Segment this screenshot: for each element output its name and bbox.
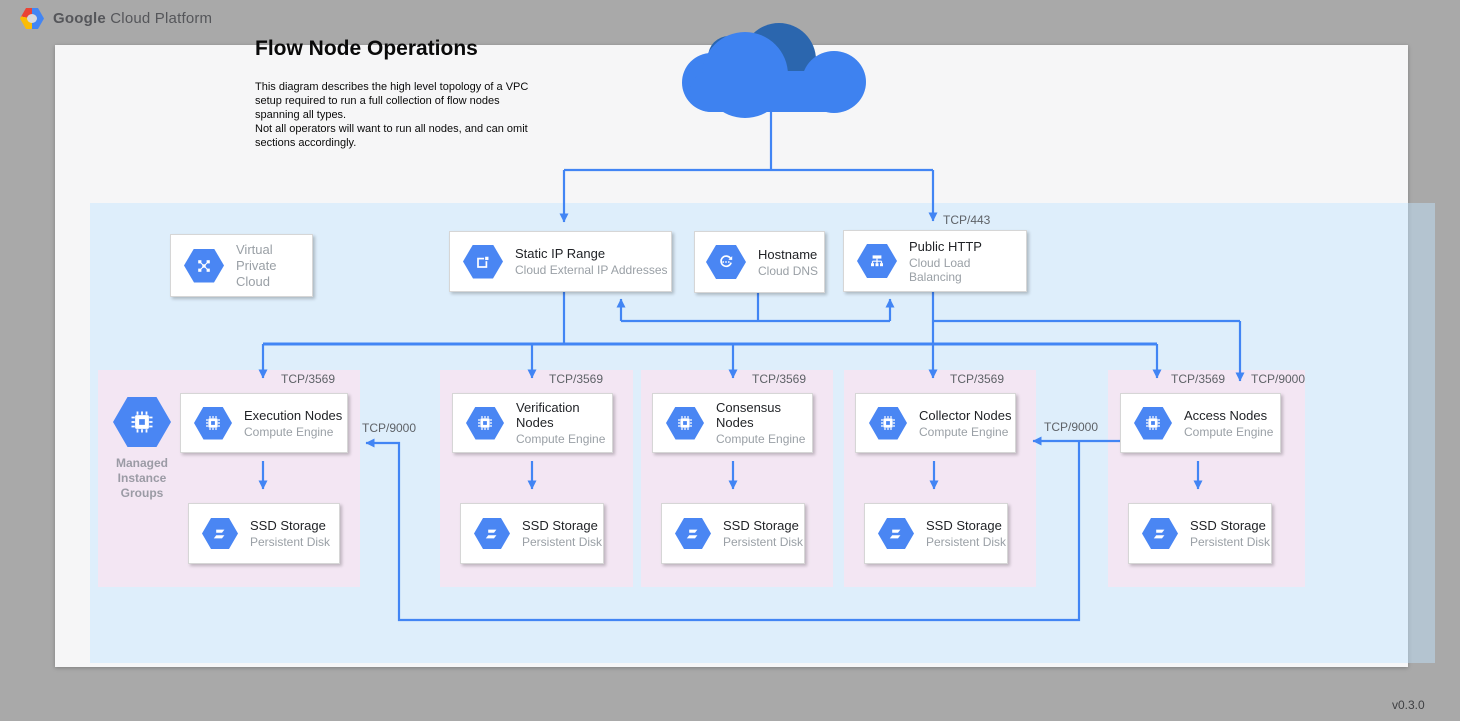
label-tcp-3569-verification: TCP/3569 bbox=[549, 372, 604, 386]
brand-google: Google bbox=[53, 10, 106, 27]
card-public-http: Public HTTP Cloud Load Balancing bbox=[843, 230, 1027, 292]
card-hostname: Hostname Cloud DNS bbox=[694, 231, 825, 293]
compute-engine-icon bbox=[1145, 415, 1161, 431]
compute-engine-icon bbox=[205, 415, 221, 431]
google-cloud-logo-icon bbox=[20, 8, 44, 29]
vpc-icon bbox=[196, 258, 212, 274]
label-tcp-3569-consensus: TCP/3569 bbox=[752, 372, 807, 386]
compute-engine-icon bbox=[477, 415, 493, 431]
label-tcp-3569-access: TCP/3569 bbox=[1171, 372, 1226, 386]
managed-instance-groups-label: Managed Instance Groups bbox=[115, 456, 168, 500]
header-brand: Google Cloud Platform bbox=[20, 8, 212, 29]
label-tcp-3569-execution: TCP/3569 bbox=[281, 372, 336, 386]
dns-icon bbox=[718, 254, 734, 270]
label-tcp-9000-execution: TCP/9000 bbox=[362, 421, 417, 435]
compute-engine-icon bbox=[130, 410, 154, 434]
page-title: Flow Node Operations bbox=[255, 37, 478, 60]
card-virtual-private-cloud: Virtual Private Cloud bbox=[170, 234, 313, 297]
version-label: v0.3.0 bbox=[1392, 698, 1425, 712]
persistent-disk-icon bbox=[888, 526, 904, 542]
public-http-title: Public HTTP bbox=[909, 238, 982, 254]
public-http-subtitle: Cloud Load Balancing bbox=[909, 255, 971, 284]
label-tcp-3569-collector: TCP/3569 bbox=[950, 372, 1005, 386]
hostname-title: Hostname bbox=[758, 246, 818, 262]
internet-cloud-icon bbox=[682, 23, 866, 118]
label-tcp-9000-collector: TCP/9000 bbox=[1044, 420, 1099, 434]
static-ip-subtitle: Cloud External IP Addresses bbox=[515, 263, 668, 277]
label-tcp-443: TCP/443 bbox=[943, 213, 991, 227]
external-ip-icon bbox=[475, 254, 491, 270]
persistent-disk-icon bbox=[1152, 526, 1168, 542]
description-paragraph-2: Not all operators will want to run all n… bbox=[255, 123, 528, 149]
description-paragraph-1: This diagram describes the high level to… bbox=[255, 81, 529, 121]
page-description: This diagram describes the high level to… bbox=[255, 80, 533, 150]
compute-engine-icon bbox=[677, 415, 693, 431]
brand-text: Google Cloud Platform bbox=[53, 10, 212, 27]
persistent-disk-icon bbox=[212, 526, 228, 542]
vpc-card-label: Virtual Private Cloud bbox=[236, 241, 277, 289]
persistent-disk-icon bbox=[685, 526, 701, 542]
managed-instance-groups-icon bbox=[113, 397, 171, 447]
persistent-disk-icon bbox=[484, 526, 500, 542]
static-ip-title: Static IP Range bbox=[515, 246, 606, 261]
card-static-ip-range: Static IP Range Cloud External IP Addres… bbox=[449, 231, 680, 300]
label-tcp-9000-access-top: TCP/9000 bbox=[1251, 372, 1306, 386]
brand-cloud-platform: Cloud Platform bbox=[110, 10, 213, 27]
load-balancer-icon bbox=[869, 253, 885, 269]
compute-engine-icon bbox=[880, 415, 896, 431]
hostname-subtitle: Cloud DNS bbox=[758, 263, 819, 278]
